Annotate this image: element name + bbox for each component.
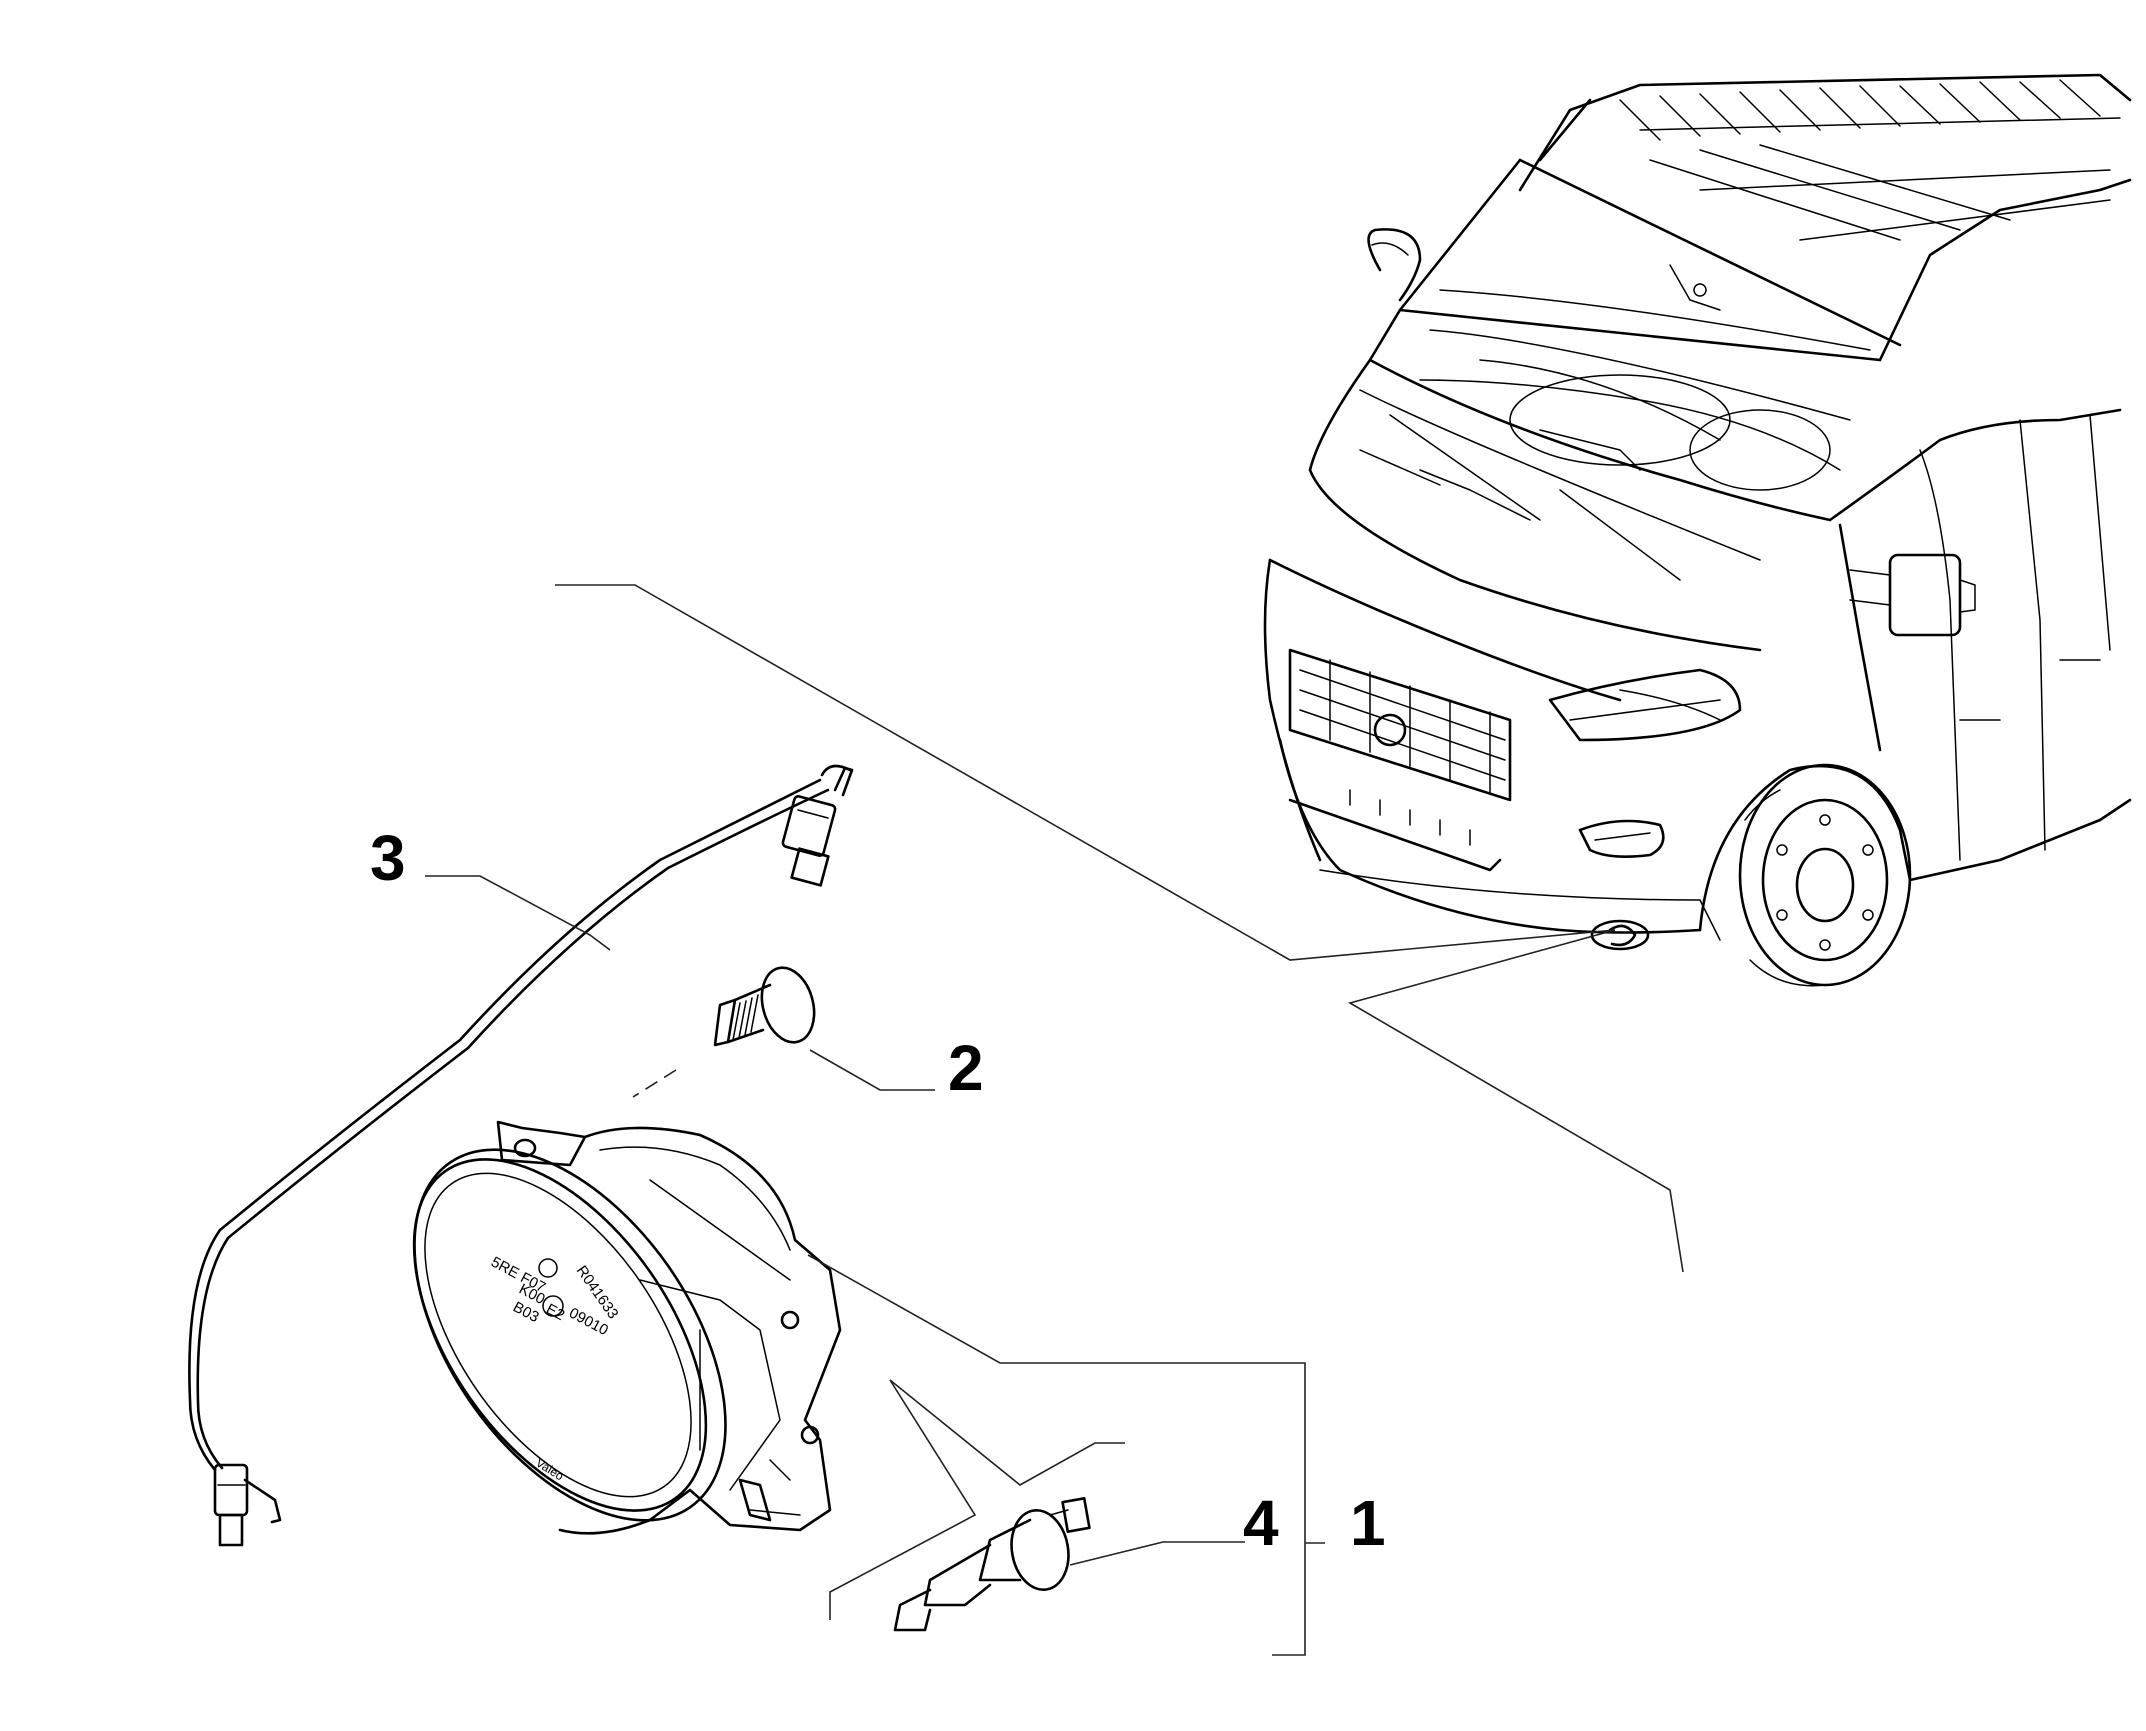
fog-lamp: 5RE F07 R041633 K00 B03 E2 09010 Valeo: [412, 1120, 1325, 1656]
callout-1: 1: [1350, 1487, 1386, 1559]
wiring-harness: [188, 764, 854, 1547]
bulb: [829, 1379, 1245, 1632]
location-leader-lines: [555, 584, 1684, 1273]
callout-4: 4: [1243, 1487, 1279, 1559]
callout-leaders: [425, 875, 935, 1091]
callout-3: 3: [370, 822, 406, 894]
lamp-e-mark: E2: [543, 1301, 567, 1325]
callout-2: 2: [948, 1032, 984, 1104]
van-illustration: [1263, 73, 2132, 987]
screw: [632, 966, 816, 1098]
